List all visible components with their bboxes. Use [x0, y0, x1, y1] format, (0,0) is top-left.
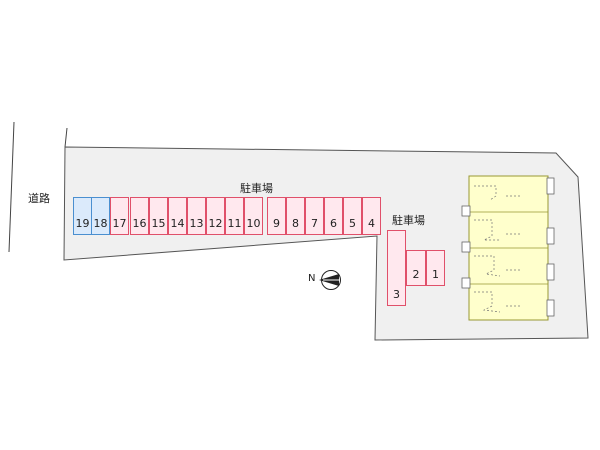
road-label: 道路: [28, 192, 50, 205]
north-label: N: [308, 273, 316, 284]
parking-stall-3: 3: [387, 230, 406, 306]
parking-label-side: 駐車場: [392, 214, 425, 227]
parking-stall-8: 8: [286, 197, 305, 235]
parking-stall-4: 4: [362, 197, 381, 235]
parking-stall-2: 2: [406, 250, 426, 286]
parking-stall-10: 10: [244, 197, 263, 235]
parking-stall-9: 9: [267, 197, 286, 235]
parking-stall-11: 11: [225, 197, 244, 235]
parking-stall-18: 18: [91, 197, 110, 235]
parking-label-main: 駐車場: [240, 182, 273, 195]
parking-stall-17: 17: [110, 197, 129, 235]
parking-stall-1: 1: [426, 250, 445, 286]
parking-stall-7: 7: [305, 197, 324, 235]
parking-stall-19: 19: [73, 197, 92, 235]
parking-stall-14: 14: [168, 197, 187, 235]
parking-stall-16: 16: [130, 197, 149, 235]
parking-stall-13: 13: [187, 197, 206, 235]
parking-stall-6: 6: [324, 197, 343, 235]
parking-stall-15: 15: [149, 197, 168, 235]
lot-boundary: [63, 146, 589, 341]
parking-stall-5: 5: [343, 197, 362, 235]
building: [461, 175, 555, 321]
road-edge-line: [8, 121, 15, 253]
north-arrow-icon: [319, 270, 341, 290]
lot-road-edge-top: [64, 127, 68, 148]
parking-stall-12: 12: [206, 197, 225, 235]
